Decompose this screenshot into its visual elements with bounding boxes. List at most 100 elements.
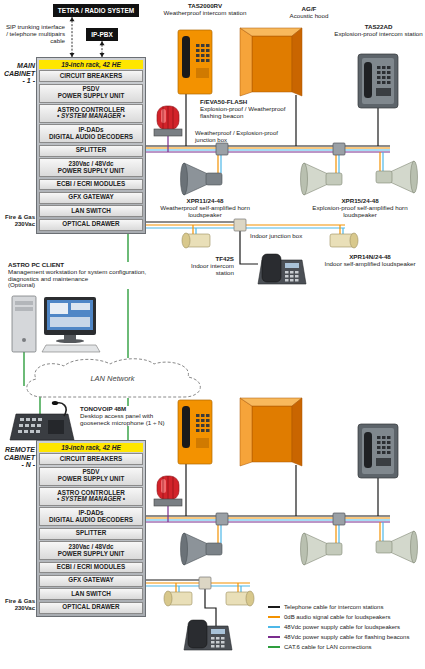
node-text: CIRCUIT BREAKERS	[41, 73, 141, 80]
legend-swatch	[268, 606, 280, 608]
node-text: GFX GATEWAY	[41, 194, 141, 201]
legend-text: CAT.6 cable for LAN connections	[284, 644, 372, 651]
rack-module: PSDVPOWER SUPPLY UNIT	[39, 84, 143, 103]
label-group: MAIN CABINET - 1 -	[2, 62, 35, 85]
network-cloud: LAN Network	[20, 358, 205, 398]
device-label: 230Vac	[2, 605, 35, 612]
rack-module: ASTRO CONTROLLER• SYSTEM MANAGER •	[39, 104, 143, 123]
system-box: IP-PBX	[86, 28, 118, 41]
node-text: IP-DADs	[41, 510, 141, 517]
rack-module: LAN SWITCH	[39, 205, 143, 217]
device-label: F/EVA50-FLASH	[200, 99, 286, 106]
pc-workstation-part	[56, 339, 84, 343]
label-group: REMOTE CABINET - N -	[2, 446, 35, 469]
device-label: Weatherproof self-amplified horn loudspe…	[160, 205, 250, 219]
arrowhead	[100, 41, 105, 45]
node-text: LAN Network	[90, 374, 134, 383]
rack-title: 19-inch rack, 42 HE	[39, 443, 143, 452]
node-text: ECBI / ECRI MODULES	[41, 564, 141, 571]
node-text: IP-PBX	[91, 31, 113, 38]
remote-indoor-devices-part	[184, 620, 232, 650]
system-box: TETRA / RADIO SYSTEM	[53, 4, 139, 17]
remote-indoor-devices-part	[175, 583, 176, 592]
desktop-access-panel-part	[48, 420, 64, 434]
label-group: XPR15/24-48Explosion-proof self-amplifie…	[300, 198, 420, 218]
label-group: Indoor junction box	[250, 233, 325, 240]
node-text: POWER SUPPLY UNIT	[41, 476, 141, 483]
legend-swatch	[268, 616, 280, 618]
rack-module: ASTRO CONTROLLER• SYSTEM MANAGER •	[39, 487, 143, 506]
pc-workstation-part	[15, 307, 33, 311]
device-label: XPR11/24-48	[160, 198, 250, 205]
legend-swatch	[268, 646, 280, 648]
rack-cabinet: 19-inch rack, 42 HE CIRCUIT BREAKERS PSDVP…	[36, 440, 146, 617]
device-label: TF42S	[176, 256, 234, 263]
node-text: PSDV	[41, 469, 141, 476]
main-indoor-devices-part	[195, 228, 196, 234]
rack-module: OPTICAL DRAWER	[39, 602, 143, 614]
device-label: Explosion-proof intercom station	[334, 31, 423, 38]
remote-indoor-devices-part	[146, 585, 250, 586]
remote-indoor-devices-part	[240, 586, 241, 592]
rack-module: SPLITTER	[39, 145, 143, 157]
label-group: TAS2000RVWeatherproof intercom station	[163, 3, 247, 17]
device-label: XPR14N/24-48	[318, 254, 422, 261]
remote-indoor-devices-part	[199, 577, 211, 589]
desktop-access-panel-part-part	[36, 430, 40, 433]
remote-indoor-devices-part	[205, 589, 216, 626]
desktop-access-panel-part-part	[38, 418, 42, 421]
node-text: 230Vac / 48Vdc	[41, 544, 141, 551]
node-text: CIRCUIT BREAKERS	[41, 456, 141, 463]
main-indoor-devices-part	[146, 221, 234, 222]
node-text: LAN SWITCH	[41, 208, 141, 215]
device-label: Desktop access panel with gooseneck micr…	[80, 413, 166, 427]
desktop-access-panel-part-part	[37, 424, 41, 427]
desktop-access-panel-part	[57, 403, 66, 416]
pc-workstation-part	[50, 317, 90, 327]
connector-line	[72, 17, 73, 57]
device-label: TAS2000RV	[163, 3, 247, 10]
legend-text: 48Vdc power supply cable for loudspeaker…	[284, 624, 400, 631]
node-text: ASTRO CONTROLLER	[41, 490, 141, 497]
connector-line	[127, 234, 128, 358]
remote-indoor-devices-part	[164, 591, 172, 606]
label-group: AG/FAcoustic hood	[283, 6, 335, 20]
label-group: Weatherproof / Explosion-proof junction …	[195, 130, 291, 143]
desktop-access-panel	[10, 401, 74, 440]
legend-row: 48Vdc power supply cable for loudspeaker…	[268, 624, 423, 631]
remote-field-devices	[146, 398, 418, 565]
main-indoor-devices-part	[182, 233, 190, 248]
node-text: PSDV	[41, 86, 141, 93]
arrowhead	[70, 17, 75, 21]
desktop-access-panel-part-part	[30, 430, 34, 433]
desktop-access-panel-part-part	[31, 424, 35, 427]
legend-row: 48Vdc power supply cable for flashing be…	[268, 634, 423, 641]
remote-indoor-devices	[146, 577, 254, 650]
desktop-access-panel-part	[18, 418, 42, 433]
pc-workstation-part	[42, 345, 100, 352]
device-label: Management workstation for system config…	[8, 269, 164, 283]
rack-module: LAN SWITCH	[39, 588, 143, 600]
node-text: LAN SWITCH	[41, 591, 141, 598]
rack-module: OPTICAL DRAWER	[39, 219, 143, 231]
rack-module: 230Vac / 48VdcPOWER SUPPLY UNIT	[39, 541, 143, 560]
pc-workstation-part	[12, 296, 36, 352]
rack-module: GFX GATEWAY	[39, 575, 143, 587]
legend: Telephone cable for intercom stations0dB…	[268, 604, 423, 653]
lan-cables-part	[23, 352, 24, 386]
main-indoor-devices-part	[339, 225, 340, 234]
desktop-access-panel-part	[52, 401, 58, 405]
node-text: TETRA / RADIO SYSTEM	[58, 7, 134, 14]
remote-indoor-devices-part	[178, 586, 179, 592]
legend-row: CAT.6 cable for LAN connections	[268, 644, 423, 651]
node-text: DIGITAL AUDIO DECODERS	[41, 134, 141, 141]
desktop-access-panel-part	[10, 414, 74, 440]
pc-workstation-part	[50, 303, 68, 314]
desktop-access-panel-part-part	[32, 418, 36, 421]
pc-workstation-part	[44, 297, 96, 335]
node-text: IP-DADs	[41, 127, 141, 134]
rack-module: ECBI / ECRI MODULES	[39, 179, 143, 191]
device-label: Explosion-proof self-amplified horn loud…	[300, 205, 420, 219]
desktop-access-panel-part-part	[26, 418, 30, 421]
label-group: F/EVA50-FLASHExplosion-proof / Weatherpr…	[200, 99, 286, 119]
